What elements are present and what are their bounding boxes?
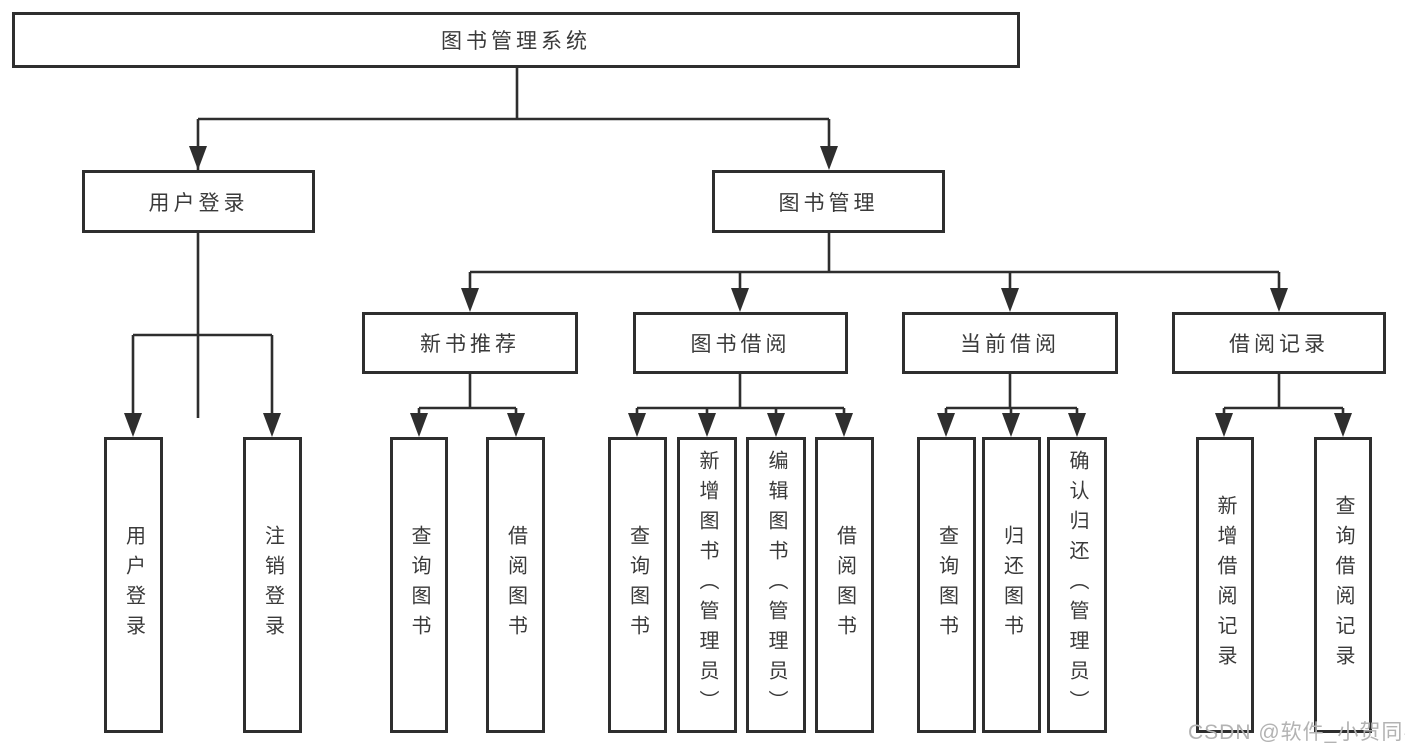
leaf-edit-book-admin-label: 编辑图书（管理员） (765, 450, 787, 720)
node-book-management-label: 图书管理 (778, 191, 879, 215)
node-user-login: 用户登录 (82, 170, 315, 233)
leaf-query-books-borrow-label: 查询图书 (626, 525, 649, 645)
leaf-borrow-books-recommend-label: 借阅图书 (504, 525, 527, 645)
node-new-book-recommend: 新书推荐 (362, 312, 578, 374)
leaf-user-login-label: 用户登录 (122, 525, 145, 645)
leaf-query-books-current: 查询图书 (917, 437, 976, 733)
leaf-edit-book-admin: 编辑图书（管理员） (746, 437, 806, 733)
leaf-confirm-return-admin: 确认归还（管理员） (1047, 437, 1107, 733)
leaf-borrow-books: 借阅图书 (815, 437, 874, 733)
leaf-borrow-books-recommend: 借阅图书 (486, 437, 545, 733)
leaf-logout: 注销登录 (243, 437, 302, 733)
leaf-query-borrow-record: 查询借阅记录 (1314, 437, 1372, 733)
leaf-confirm-return-admin-label: 确认归还（管理员） (1066, 450, 1088, 720)
leaf-query-books-recommend-label: 查询图书 (408, 525, 430, 645)
leaf-query-books-recommend: 查询图书 (390, 437, 448, 733)
leaf-add-borrow-record: 新增借阅记录 (1196, 437, 1254, 733)
leaf-add-book-admin-label: 新增图书（管理员） (696, 450, 718, 720)
node-current-borrow-label: 当前借阅 (960, 333, 1060, 356)
leaf-borrow-books-label: 借阅图书 (833, 525, 856, 645)
node-current-borrow: 当前借阅 (902, 312, 1118, 374)
node-root-label: 图书管理系统 (441, 30, 591, 53)
csdn-watermark: CSDN @软件_小贺同学 (1188, 721, 1405, 744)
node-book-borrow: 图书借阅 (633, 312, 848, 374)
leaf-query-borrow-record-label: 查询借阅记录 (1332, 495, 1354, 675)
leaf-query-books-borrow: 查询图书 (608, 437, 667, 733)
node-new-book-recommend-label: 新书推荐 (420, 333, 520, 356)
arrowheads (124, 146, 1352, 437)
leaf-query-books-current-label: 查询图书 (935, 525, 958, 645)
leaf-add-book-admin: 新增图书（管理员） (677, 437, 737, 733)
node-book-management: 图书管理 (712, 170, 945, 233)
leaf-logout-label: 注销登录 (261, 525, 284, 645)
node-root: 图书管理系统 (12, 12, 1020, 68)
node-user-login-label: 用户登录 (148, 191, 249, 215)
leaf-return-book: 归还图书 (982, 437, 1041, 733)
leaf-return-book-label: 归还图书 (1000, 525, 1023, 645)
node-borrow-records-label: 借阅记录 (1229, 333, 1329, 356)
leaf-user-login: 用户登录 (104, 437, 163, 733)
node-borrow-records: 借阅记录 (1172, 312, 1386, 374)
node-book-borrow-label: 图书借阅 (690, 333, 791, 356)
leaf-add-borrow-record-label: 新增借阅记录 (1214, 495, 1236, 675)
